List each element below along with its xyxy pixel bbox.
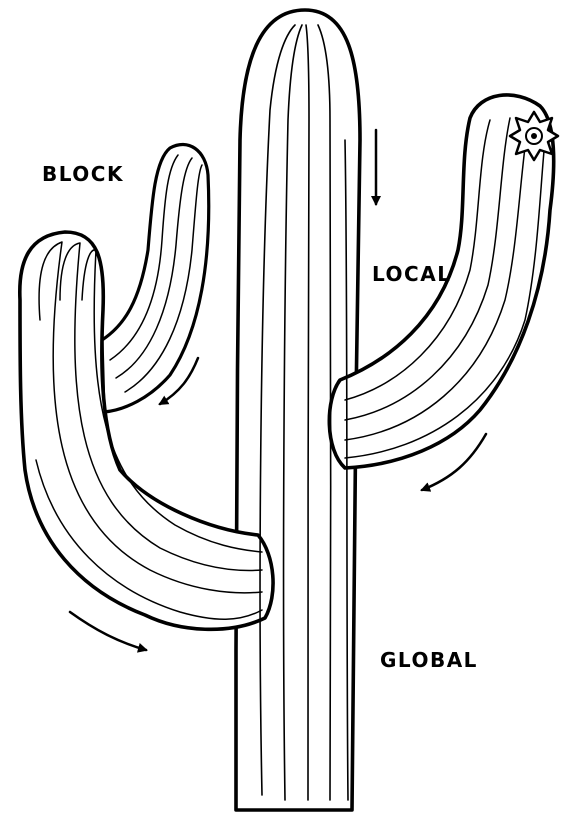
left-arm-ribs bbox=[35, 241, 263, 620]
upper-left-arm bbox=[100, 142, 211, 414]
arrow-icon bbox=[68, 610, 148, 653]
label-local: LOCAL bbox=[372, 262, 452, 286]
arrow-icon bbox=[158, 356, 200, 406]
arrow-icon bbox=[420, 432, 488, 492]
upper-arm-ribs bbox=[109, 154, 203, 393]
label-block: BLOCK bbox=[42, 162, 124, 186]
cactus-flower-icon bbox=[508, 110, 560, 162]
label-global: GLOBAL bbox=[380, 648, 478, 672]
trunk-ribs bbox=[259, 24, 349, 801]
right-arm-ribs bbox=[344, 117, 546, 459]
